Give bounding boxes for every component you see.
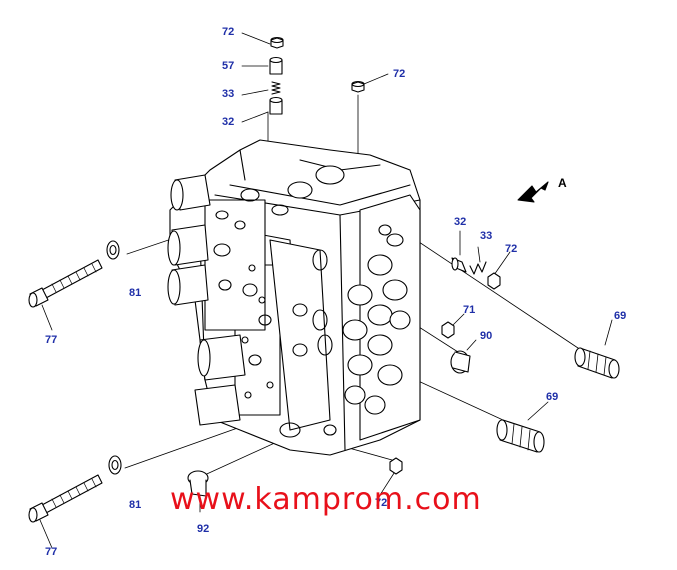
top-right-plug-72 (351, 80, 365, 93)
left-cylinders (167, 174, 246, 426)
plug-92 (187, 470, 209, 497)
watermark: www.kamprom.com (170, 482, 482, 517)
callout-72: 72 (375, 497, 388, 509)
callout-57: 57 (222, 60, 235, 72)
direction-arrow (517, 181, 549, 203)
callout-32: 32 (454, 216, 467, 228)
bolt-77-upper (28, 259, 103, 308)
washer-81-upper (106, 240, 120, 260)
sleeve-57 (269, 56, 283, 75)
callout-69: 69 (546, 391, 559, 403)
plug-90 (450, 350, 471, 374)
callout-90: 90 (480, 330, 493, 342)
callout-77: 77 (45, 334, 58, 346)
callout-71: 71 (463, 304, 476, 316)
pressure-switch-69-upper (574, 347, 620, 379)
piston-32-right (451, 257, 467, 273)
callout-33: 33 (222, 88, 235, 100)
spring-33-right (469, 261, 487, 275)
callout-72: 72 (393, 68, 406, 80)
callout-81: 81 (129, 287, 142, 299)
callout-72: 72 (222, 26, 235, 38)
callout-81: 81 (129, 499, 142, 511)
spring-33 (271, 81, 281, 95)
bolt-77-lower (28, 474, 103, 523)
plug-72-right (487, 272, 501, 290)
right-spool-bank (312, 194, 421, 441)
plug-71 (441, 321, 455, 339)
callout-77: 77 (45, 546, 58, 558)
washer-81-lower (108, 455, 122, 475)
callout-72: 72 (505, 243, 518, 255)
top-plug-72 (270, 36, 284, 49)
callout-69: 69 (614, 310, 627, 322)
pressure-switch-69-lower (496, 419, 545, 453)
piston-32 (269, 96, 283, 115)
plug-72-lower (389, 457, 403, 475)
direction-label: A (558, 176, 567, 190)
callout-32: 32 (222, 116, 235, 128)
callout-92: 92 (197, 523, 210, 535)
callout-33: 33 (480, 230, 493, 242)
